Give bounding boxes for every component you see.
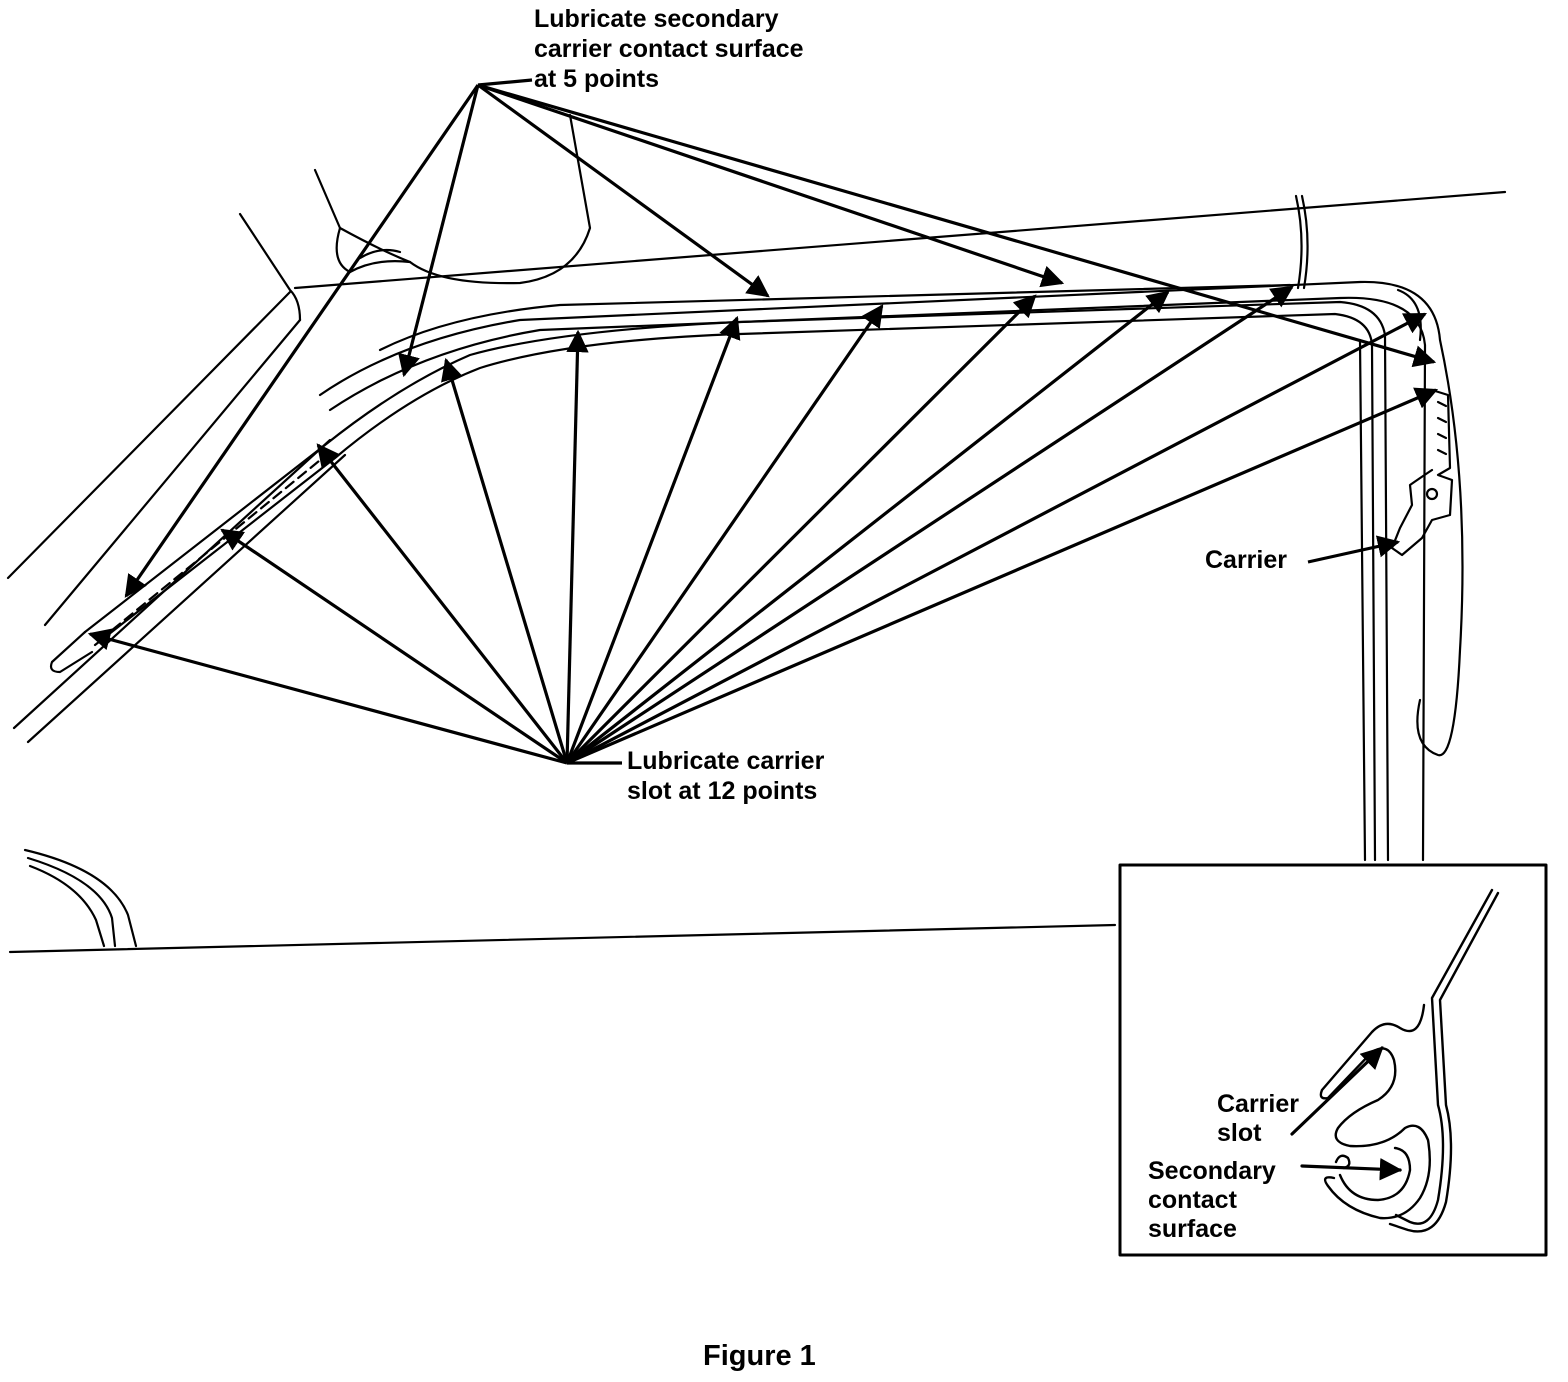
arrow-slot-11	[566, 312, 1427, 765]
arrow-secondary-4	[477, 83, 1065, 288]
arrow-slot-4	[441, 357, 569, 764]
arrow-slot-6	[565, 315, 741, 764]
arrow-slot-9	[566, 290, 1170, 765]
arrow-slot-8	[565, 294, 1037, 765]
carrier-slot-callout: Lubricate carrier slot at 12 points	[627, 747, 825, 805]
arrow-inset-secondary	[1300, 1157, 1403, 1181]
arrow-slot-12	[566, 387, 1439, 765]
arrow-slot-2	[220, 528, 568, 765]
carrier-slot-arrows	[87, 285, 1439, 765]
arrow-inset-slot	[1290, 1046, 1384, 1136]
arrow-secondary-1	[124, 84, 480, 598]
inset-detail	[1118, 863, 1548, 1257]
secondary-surface-arrows	[124, 78, 1437, 598]
arrow-slot-1	[87, 628, 568, 765]
secondary-surface-callout: Lubricate secondary carrier contact surf…	[534, 5, 804, 93]
arrow-secondary-3	[477, 83, 770, 298]
arrow-secondary-5	[477, 83, 1437, 368]
inset-frame	[1118, 863, 1548, 1257]
arrow-secondary-2	[398, 84, 480, 378]
arrow-slot-7	[565, 304, 884, 764]
carrier-pointer	[1307, 535, 1401, 564]
carrier-label: Carrier	[1205, 546, 1287, 574]
arrow-slot-3	[316, 443, 569, 764]
inset-secondary-contact-label: Secondary contact surface	[1148, 1157, 1276, 1243]
arrow-slot-10	[566, 285, 1294, 765]
arrow-slot-5	[565, 329, 589, 764]
inset-carrier-slot-label: Carrier slot	[1217, 1090, 1299, 1147]
figure-caption: Figure 1	[703, 1340, 816, 1372]
vehicle-roof-outline	[6, 113, 1507, 954]
